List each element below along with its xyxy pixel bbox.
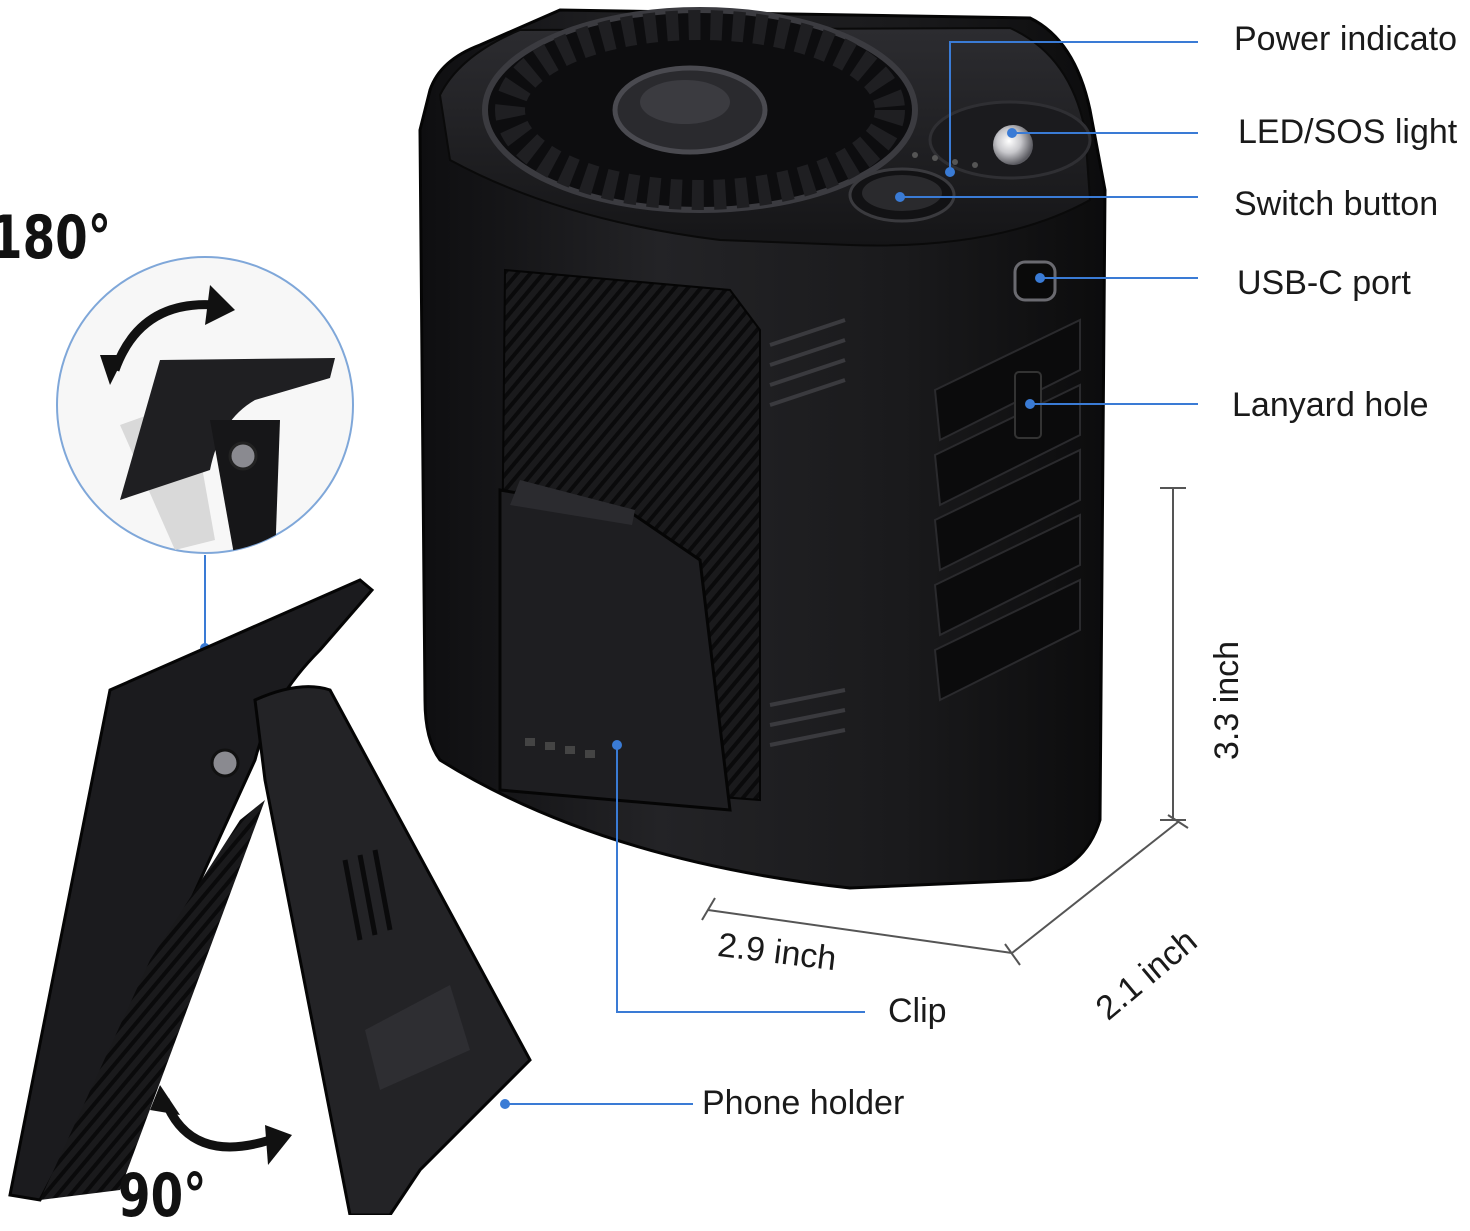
switch-button-label: Switch button (1234, 185, 1439, 223)
rotation-inset (56, 256, 354, 554)
belt-clip (498, 480, 732, 812)
clip-label: Clip (888, 992, 947, 1030)
usb-c-port-shape (1013, 260, 1057, 302)
led-sos-light-label: LED/SOS light (1238, 113, 1458, 151)
phone-holder-stand (8, 578, 532, 1215)
dimension-lines (701, 487, 1189, 966)
callout-dots (500, 128, 1045, 1109)
fan-grille (482, 7, 918, 213)
rotation-90-label: 90° (118, 1161, 207, 1231)
power-indicator-leds (912, 152, 978, 168)
led-sos-light (928, 100, 1092, 180)
height-dimension-label: 3.3 inch (1208, 640, 1246, 760)
power-indicator-label: Power indicato (1234, 20, 1458, 58)
phone-holder-label: Phone holder (702, 1084, 905, 1122)
rotation-180-label: 180° (0, 203, 112, 273)
callout-lines (505, 41, 1198, 1105)
usb-c-port-label: USB-C port (1237, 264, 1411, 302)
lanyard-hole-label: Lanyard hole (1232, 386, 1429, 424)
